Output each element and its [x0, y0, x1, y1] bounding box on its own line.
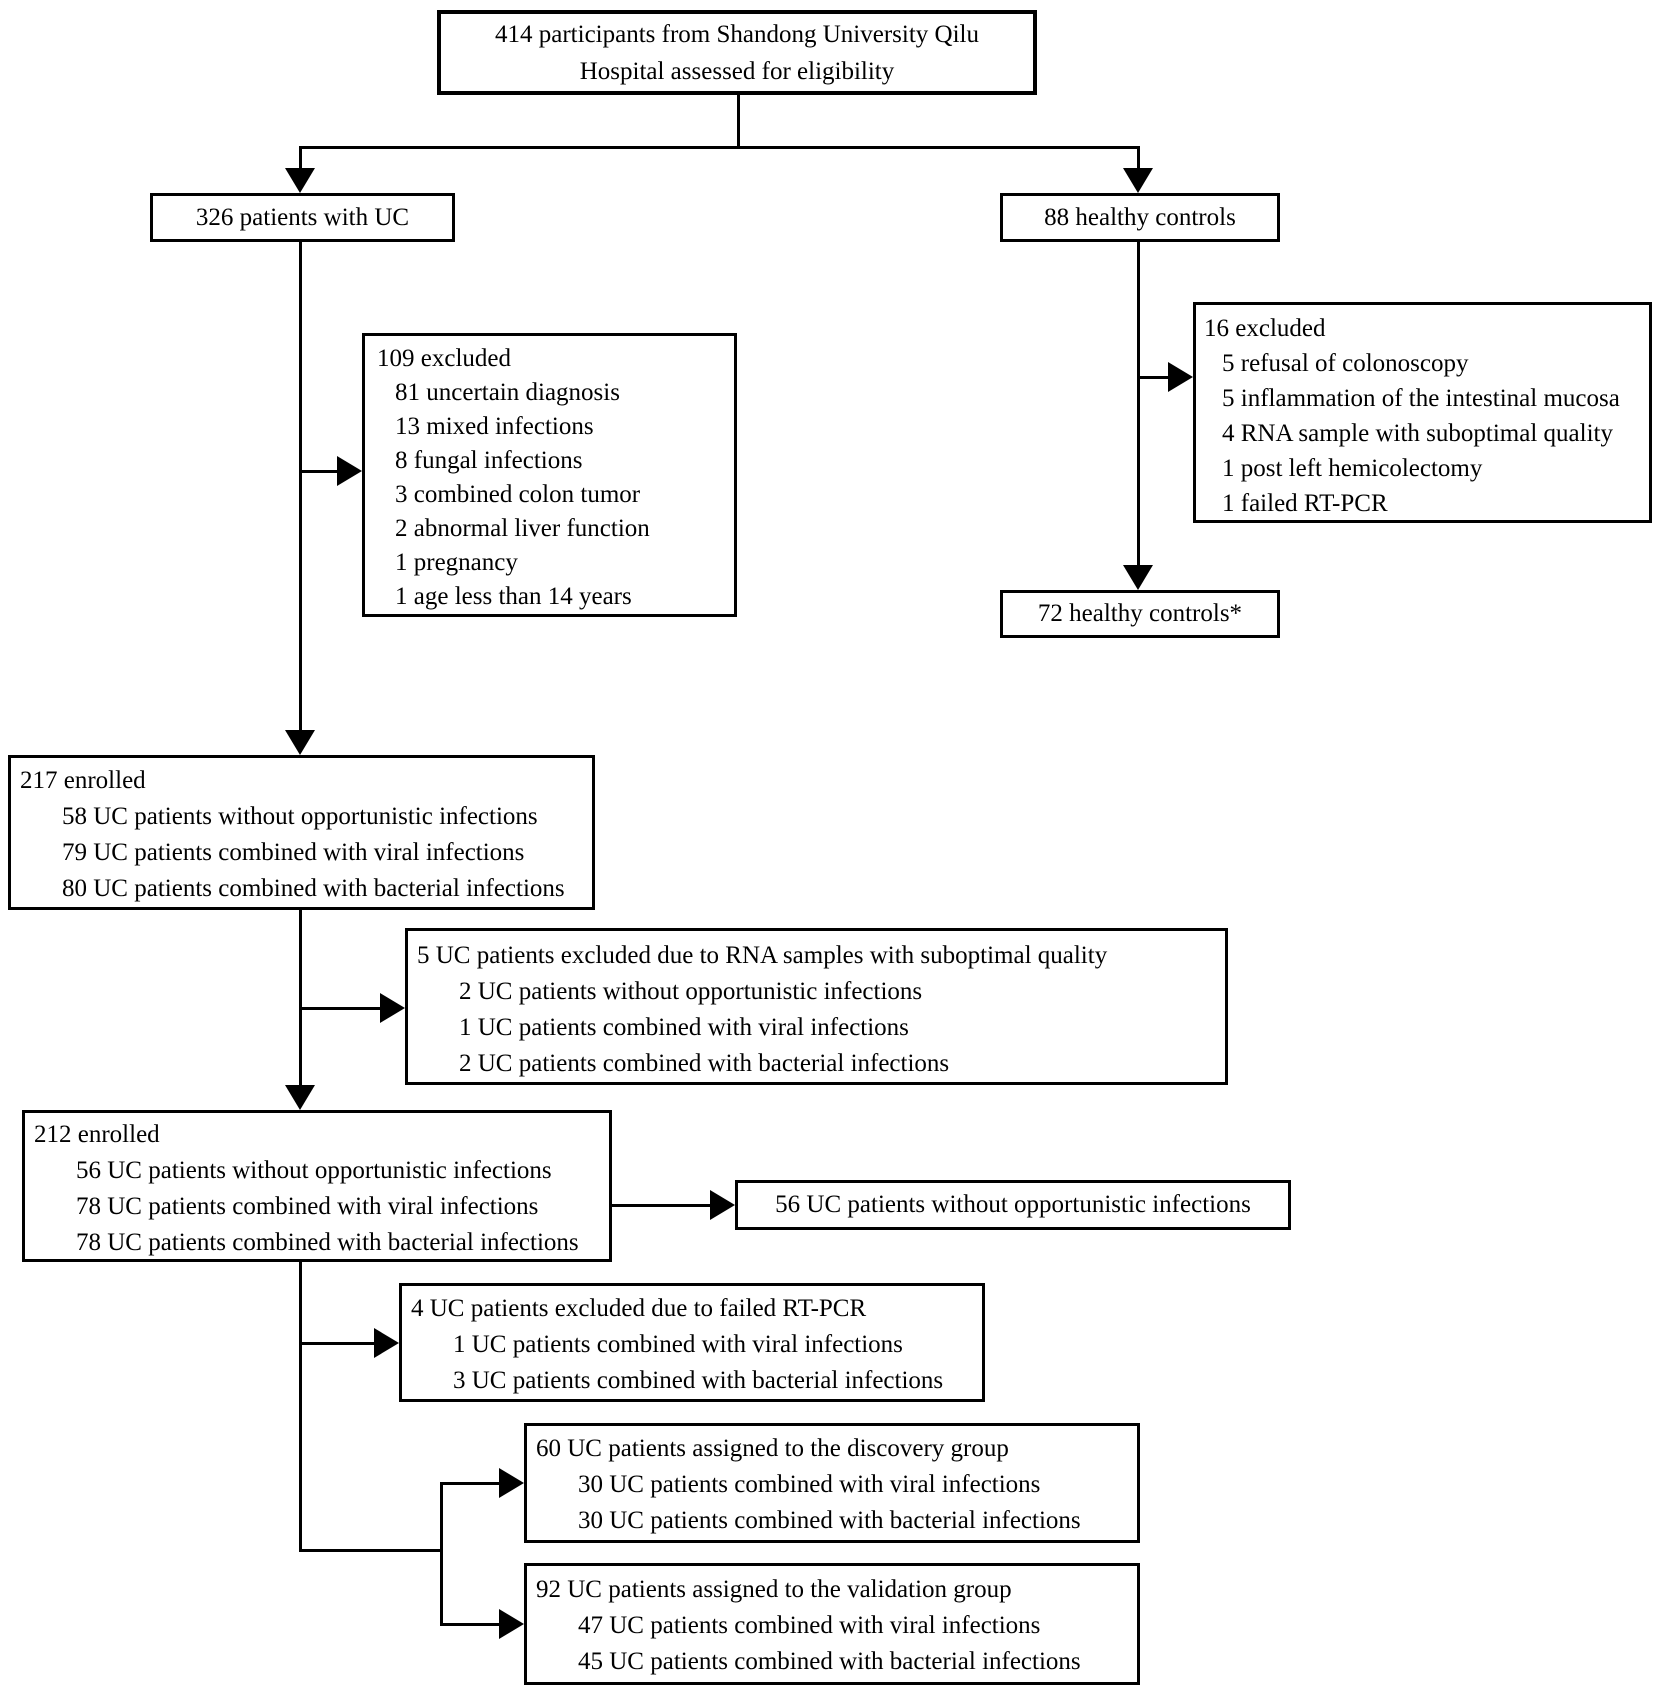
box-line: 2 UC patients without opportunistic infe… — [459, 978, 923, 1005]
connector-to-validation — [440, 1623, 502, 1626]
box-line: 4 RNA sample with suboptimal quality — [1222, 420, 1613, 447]
box-line: 13 mixed infections — [395, 413, 594, 440]
box-enrolled-212: 212 enrolled 56 UC patients without oppo… — [22, 1110, 612, 1262]
arrowhead-right-validation — [499, 1609, 524, 1639]
box-line: 79 UC patients combined with viral infec… — [62, 839, 525, 866]
box-line: 56 UC patients without opportunistic inf… — [76, 1157, 552, 1184]
box-line: 5 UC patients excluded due to RNA sample… — [417, 942, 1108, 969]
box-line: 326 patients with UC — [195, 203, 410, 231]
connector-split-feed — [299, 1549, 443, 1552]
box-line: 1 pregnancy — [395, 549, 518, 576]
box-line: 58 UC patients without opportunistic inf… — [62, 803, 538, 830]
box-line: 80 UC patients combined with bacterial i… — [62, 875, 565, 902]
box-line: 5 refusal of colonoscopy — [1222, 350, 1469, 377]
box-line: 56 UC patients without opportunistic inf… — [775, 1191, 1251, 1218]
box-uc-excluded: 109 excluded 81 uncertain diagnosis 13 m… — [362, 333, 737, 617]
connector-split-bracket — [440, 1483, 443, 1626]
box-healthy-controls: 88 healthy controls — [1000, 193, 1280, 242]
box-line: 212 enrolled — [34, 1121, 160, 1148]
arrowhead-down-enrolled-217 — [285, 730, 315, 755]
box-no-opportunistic: 56 UC patients without opportunistic inf… — [735, 1180, 1291, 1230]
box-eligibility: 414 participants from Shandong Universit… — [437, 10, 1037, 95]
box-line: 45 UC patients combined with bacterial i… — [578, 1648, 1081, 1675]
box-enrolled-217: 217 enrolled 58 UC patients without oppo… — [8, 755, 595, 910]
arrowhead-down-hc-final — [1123, 565, 1153, 590]
connector-217-to-212 — [299, 910, 302, 1090]
connector-branch-excluded-rna — [299, 1007, 384, 1010]
connector-212-down — [299, 1262, 302, 1552]
arrowhead-right-excluded-rtpcr — [374, 1328, 399, 1358]
connector-branch-excluded-rtpcr — [299, 1342, 377, 1345]
box-line: 78 UC patients combined with viral infec… — [76, 1193, 539, 1220]
connector-to-uc — [299, 146, 302, 172]
box-line: 1 age less than 14 years — [395, 583, 632, 610]
box-line: 109 excluded — [377, 345, 511, 372]
connector-branch-hc-excluded — [1137, 376, 1172, 379]
connector-eligibility-stem — [737, 95, 740, 149]
box-hc-final: 72 healthy controls* — [1000, 590, 1280, 638]
box-line: 81 uncertain diagnosis — [395, 379, 620, 406]
arrowhead-down-enrolled-212 — [285, 1085, 315, 1110]
box-line: 1 UC patients combined with viral infect… — [453, 1331, 903, 1358]
box-line: 3 UC patients combined with bacterial in… — [453, 1367, 944, 1394]
box-excluded-rna: 5 UC patients excluded due to RNA sample… — [405, 928, 1228, 1085]
box-line: 60 UC patients assigned to the discovery… — [536, 1435, 1009, 1462]
box-line: 2 abnormal liver function — [395, 515, 650, 542]
box-line: 8 fungal infections — [395, 447, 583, 474]
box-line: 1 post left hemicolectomy — [1222, 455, 1483, 482]
arrowhead-right-discovery — [499, 1468, 524, 1498]
connector-to-no-opportunistic — [612, 1204, 714, 1207]
box-line: 414 participants from Shandong Universit… — [495, 21, 979, 48]
connector-to-discovery — [440, 1482, 502, 1485]
arrowhead-right-excluded-rna — [380, 993, 405, 1023]
box-line: 1 failed RT-PCR — [1222, 490, 1388, 517]
arrowhead-right-no-opportunistic — [710, 1190, 735, 1220]
arrowhead-right-uc-excluded — [337, 456, 362, 486]
connector-hc-trunk — [1137, 240, 1140, 570]
box-line: 2 UC patients combined with bacterial in… — [459, 1050, 950, 1077]
connector-branch-uc-excluded — [299, 470, 341, 473]
box-line: 5 inflammation of the intestinal mucosa — [1222, 385, 1620, 412]
box-line: 30 UC patients combined with bacterial i… — [578, 1507, 1081, 1534]
box-line: 16 excluded — [1204, 315, 1326, 342]
arrowhead-down-uc — [285, 168, 315, 193]
box-line: Hospital assessed for eligibility — [579, 58, 895, 85]
box-line: 47 UC patients combined with viral infec… — [578, 1612, 1041, 1639]
box-line: 88 healthy controls — [1044, 203, 1236, 231]
connector-top-split — [299, 146, 1140, 149]
arrowhead-down-hc — [1123, 168, 1153, 193]
box-hc-excluded: 16 excluded 5 refusal of colonoscopy 5 i… — [1193, 302, 1652, 523]
box-line: 4 UC patients excluded due to failed RT-… — [411, 1295, 867, 1322]
connector-to-hc — [1137, 146, 1140, 172]
box-uc-patients: 326 patients with UC — [150, 193, 455, 242]
box-line: 217 enrolled — [20, 767, 146, 794]
box-line: 78 UC patients combined with bacterial i… — [76, 1229, 579, 1256]
box-line: 30 UC patients combined with viral infec… — [578, 1471, 1041, 1498]
box-line: 1 UC patients combined with viral infect… — [459, 1014, 909, 1041]
box-line: 72 healthy controls* — [1037, 600, 1243, 627]
box-line: 92 UC patients assigned to the validatio… — [536, 1576, 1012, 1603]
box-excluded-rtpcr: 4 UC patients excluded due to failed RT-… — [399, 1283, 985, 1402]
arrowhead-right-hc-excluded — [1168, 362, 1193, 392]
box-discovery-group: 60 UC patients assigned to the discovery… — [524, 1423, 1140, 1543]
box-validation-group: 92 UC patients assigned to the validatio… — [524, 1563, 1140, 1685]
connector-uc-trunk — [299, 240, 302, 734]
box-line: 3 combined colon tumor — [395, 481, 641, 508]
